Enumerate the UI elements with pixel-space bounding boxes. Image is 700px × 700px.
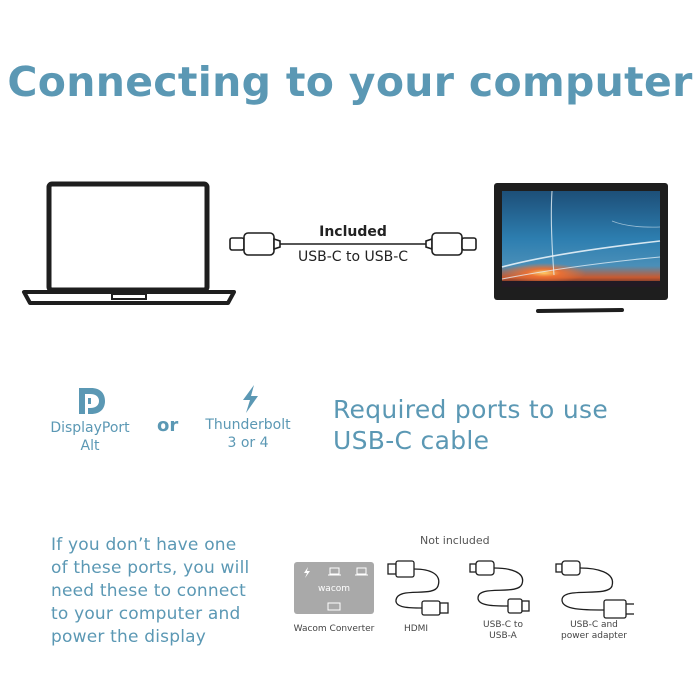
usb-c-to-usb-a-cable-icon	[469, 560, 530, 614]
page-title: Connecting to your computer	[7, 58, 693, 106]
pen-display-icon	[494, 183, 668, 313]
power-adapter-cable-icon	[555, 560, 634, 619]
missing-ports-info: If you don’t have one of these ports, yo…	[51, 535, 250, 647]
converter-brand: wacom	[317, 584, 351, 594]
thunderbolt-label: Thunderbolt 3 or 4	[205, 417, 291, 451]
accessory-label-hdmi: HDMI	[403, 624, 429, 634]
cable-included-label: Included	[319, 224, 387, 240]
laptop-icon	[22, 181, 236, 305]
hdmi-cable-icon	[387, 560, 449, 616]
or-label: or	[157, 415, 179, 436]
accessory-label-usb-a: USB-C to USB-A	[483, 620, 523, 641]
usb-c-cable-icon	[229, 232, 477, 256]
not-included-label: Not included	[420, 534, 490, 547]
wacom-converter-icon	[294, 562, 374, 614]
accessory-label-converter: Wacom Converter	[293, 624, 375, 634]
required-ports-text: Required ports to use USB-C cable	[333, 395, 609, 455]
displayport-label: DisplayPort Alt	[50, 420, 130, 454]
wacom-converter: wacom	[294, 562, 374, 614]
thunderbolt-icon	[243, 385, 258, 413]
accessory-label-power-adapter: USB-C and power adapter	[561, 620, 627, 641]
cable-type-label: USB-C to USB-C	[297, 249, 409, 265]
displayport-icon	[79, 388, 105, 414]
